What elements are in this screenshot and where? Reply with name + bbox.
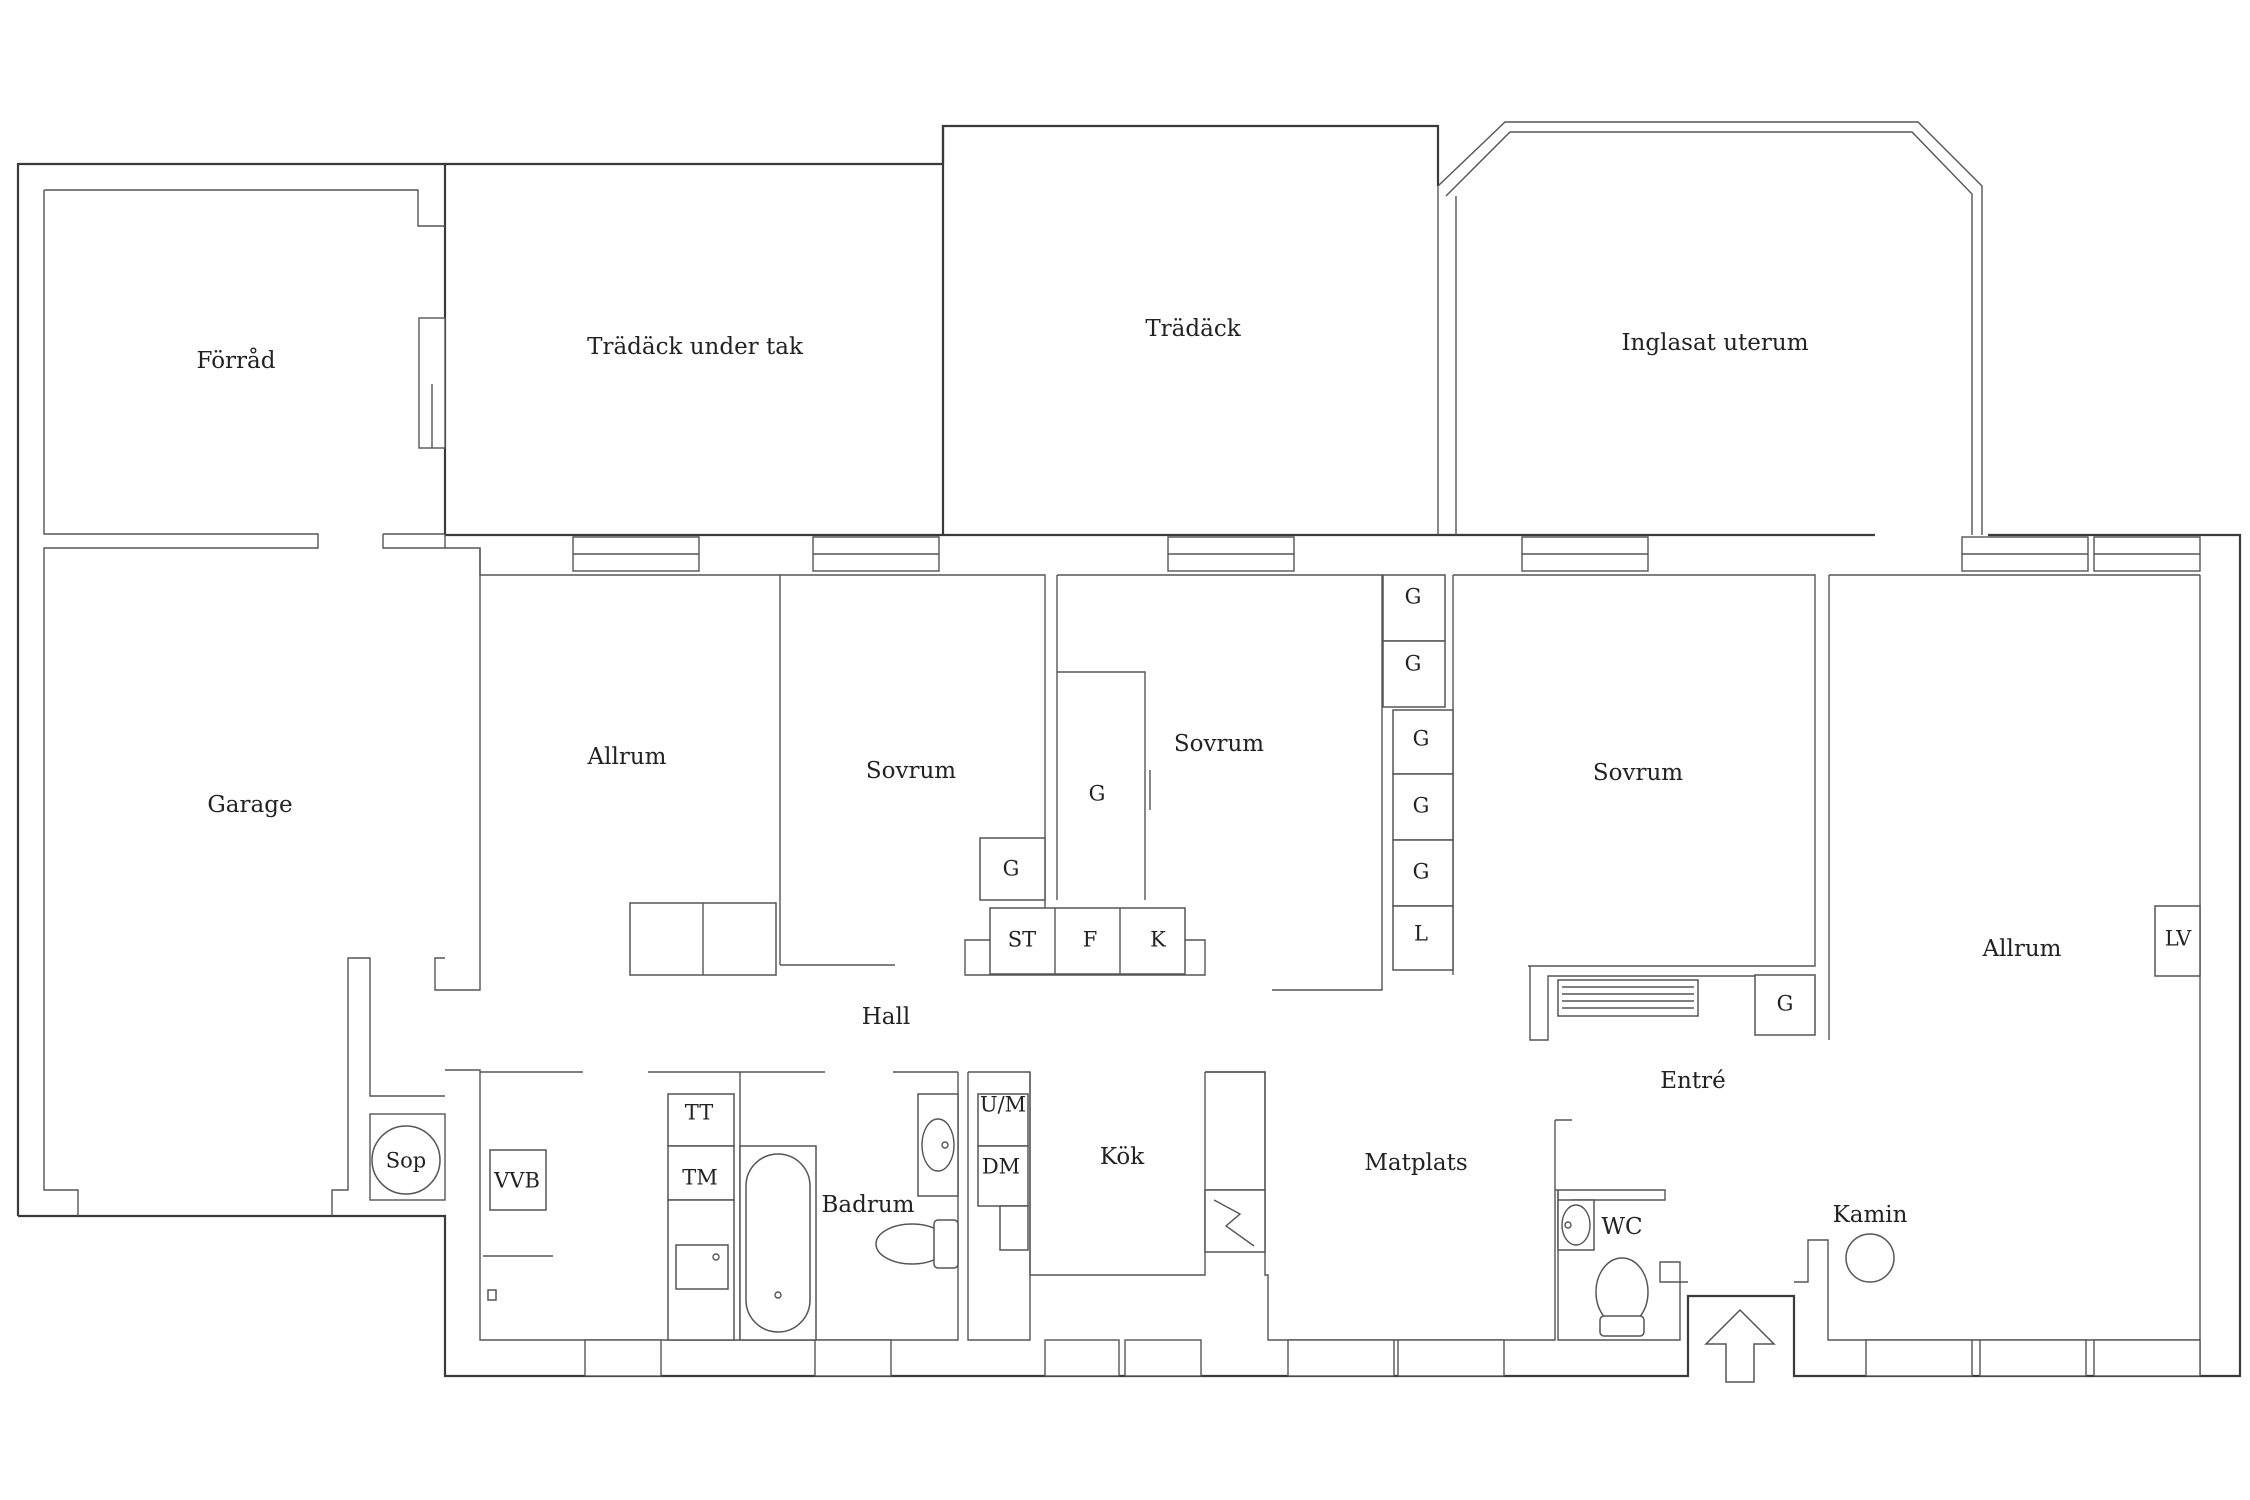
storage-garage-walls xyxy=(43,189,481,1216)
room-label-inglasat-uterum: Inglasat uterum xyxy=(1621,330,1808,356)
bathtub-icon xyxy=(739,1145,817,1341)
wc-fixtures xyxy=(1557,1199,1649,1337)
fixture-label-f: F xyxy=(1083,928,1098,952)
room-label-badrum: Badrum xyxy=(822,1192,915,1218)
room-label-entre: Entré xyxy=(1660,1068,1725,1094)
wardrobes xyxy=(964,574,2201,1036)
fixture-label-g: G xyxy=(1003,857,1020,881)
room-label-sovrum-3: Sovrum xyxy=(1593,760,1683,786)
laundry-fixtures xyxy=(483,1093,735,1341)
fixture-label-g: G xyxy=(1405,652,1422,676)
fireplace-icon xyxy=(1845,1233,1895,1283)
fixture-labels: G G G G G L G G ST F K G LV TT TM VVB So… xyxy=(386,585,2192,1193)
room-label-matplats: Matplats xyxy=(1364,1150,1467,1176)
fixture-label-g: G xyxy=(1405,585,1422,609)
bathroom-sink-icon xyxy=(917,1093,959,1197)
room-labels: Förråd Trädäck under tak Trädäck Inglasa… xyxy=(197,316,2062,1240)
waste-bin-icon xyxy=(371,1125,441,1195)
fixture-label-g: G xyxy=(1413,860,1430,884)
room-label-allrum-left: Allrum xyxy=(587,744,667,770)
room-label-sovrum-1: Sovrum xyxy=(866,758,956,784)
fixture-label-st: ST xyxy=(1008,928,1036,952)
fixture-label-g: G xyxy=(1777,992,1794,1016)
fixture-label-l: L xyxy=(1414,922,1428,946)
fixture-label-g: G xyxy=(1413,794,1430,818)
interior-walls-north xyxy=(479,548,2201,1376)
stove-icon xyxy=(1204,1189,1266,1253)
toilet-icon xyxy=(875,1219,959,1269)
fixture-label-tm: TM xyxy=(682,1166,718,1190)
kitchen-sink-icon xyxy=(999,1205,1029,1251)
room-label-tradack: Trädäck xyxy=(1145,316,1241,342)
fixture-label-g: G xyxy=(1089,782,1106,806)
south-windows xyxy=(584,1339,2201,1377)
fixture-label-sop: Sop xyxy=(386,1149,426,1173)
fixture-label-vvb: VVB xyxy=(493,1169,540,1193)
north-windows xyxy=(572,536,2201,572)
fixture-label-um: U/M xyxy=(980,1093,1026,1117)
conservatory-glazing xyxy=(1437,121,1983,535)
room-label-kok: Kök xyxy=(1100,1144,1145,1170)
room-label-tradack-under-tak: Trädäck under tak xyxy=(587,334,804,360)
room-label-kamin: Kamin xyxy=(1833,1202,1908,1228)
room-label-allrum-right: Allrum xyxy=(1982,936,2062,962)
kitchen-counters xyxy=(977,1071,1266,1253)
laundry-sink-icon xyxy=(675,1244,729,1290)
fixture-label-tt: TT xyxy=(685,1101,713,1125)
room-label-sovrum-2: Sovrum xyxy=(1174,731,1264,757)
radiator-icon xyxy=(1529,966,1755,1041)
room-label-hall: Hall xyxy=(862,1004,910,1030)
outer-walls xyxy=(16,124,2242,1378)
allrum-cabinet xyxy=(629,902,777,976)
utility-sink-icon xyxy=(487,1289,497,1301)
fixture-label-dm: DM xyxy=(982,1155,1020,1179)
entrance-arrow-icon xyxy=(1704,1308,1776,1383)
fixture-label-g: G xyxy=(1413,727,1430,751)
fixture-label-k: K xyxy=(1150,928,1166,952)
room-label-garage: Garage xyxy=(207,792,292,818)
room-label-forrad: Förråd xyxy=(197,347,276,374)
room-label-wc: WC xyxy=(1601,1214,1642,1240)
fixture-label-lv: LV xyxy=(2165,927,2192,951)
